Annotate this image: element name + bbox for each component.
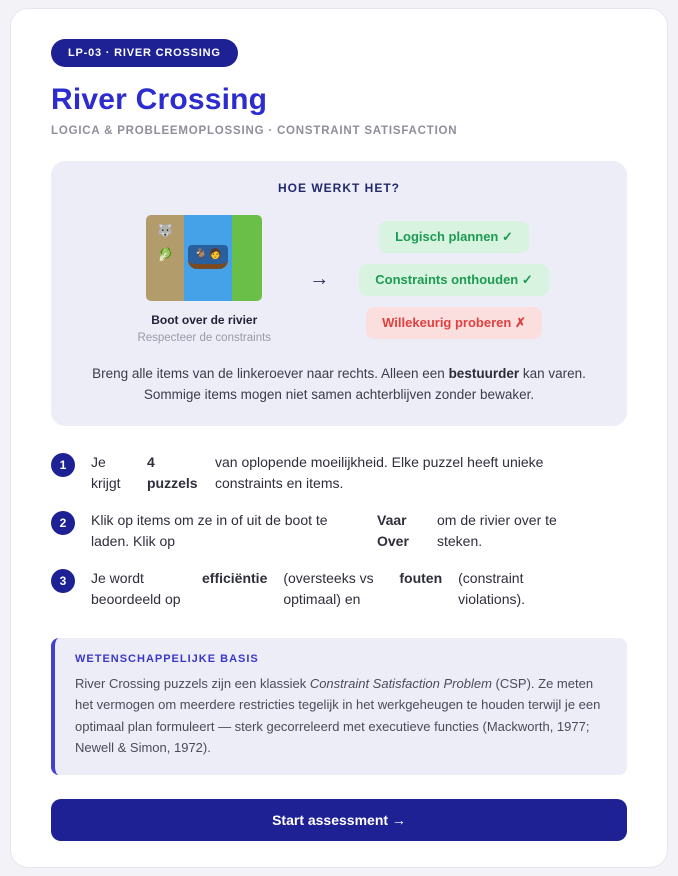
description-text: Breng alle items van de linkeroever naar…: [92, 366, 449, 381]
illustration-caption: Boot over de rivier: [151, 313, 258, 327]
step-segment: om de rivier over te steken.: [437, 511, 557, 549]
step-segment-bold: Vaar Over: [377, 511, 409, 549]
right-bank: [232, 215, 263, 301]
assessment-code-badge: LP-03 · RIVER CROSSING: [51, 39, 238, 67]
start-assessment-button[interactable]: Start assessment →: [51, 798, 627, 841]
science-text-part1: River Crossing puzzels zijn een klassiek: [75, 675, 310, 691]
step-segment: Je krijgt: [91, 453, 121, 491]
illustration-subcaption: Respecteer de constraints: [137, 332, 272, 344]
step-text: Je wordt beoordeeld op efficiëntie (over…: [91, 568, 543, 610]
goat-icon: 🐐: [194, 249, 208, 260]
left-bank: 🐺 🥬: [146, 215, 185, 301]
step-segment: Klik op items om ze in of uit de boot te…: [91, 511, 328, 549]
how-it-works-description: Breng alle items van de linkeroever naar…: [75, 364, 603, 406]
step-segment-bold: fouten: [399, 569, 443, 586]
instruction-step-1: 1 Je krijgt 4 puzzels van oplopende moei…: [51, 452, 627, 494]
how-it-works-panel: HOE WERKT HET? 🐺 🥬 🐐 🧑 B: [51, 161, 627, 426]
step-text: Klik op items om ze in of uit de boot te…: [91, 510, 572, 552]
page-subtitle: LOGICA & PROBLEEMOPLOSSING · CONSTRAINT …: [51, 125, 458, 137]
page-title: River Crossing: [51, 83, 268, 116]
instruction-step-2: 2 Klik op items om ze in of uit de boot …: [51, 510, 627, 552]
description-bold-bestuurder: bestuurder: [448, 366, 520, 381]
instruction-step-3: 3 Je wordt beoordeeld op efficiëntie (ov…: [51, 568, 627, 610]
science-italic-term: Constraint Satisfaction Problem: [309, 675, 492, 691]
step-segment: Je wordt beoordeeld op: [91, 569, 181, 607]
step-number-badge: 1: [51, 452, 75, 477]
behavior-pills: Logisch plannen ✓ Constraints onthouden …: [359, 220, 549, 339]
science-text-part2: (CSP). Ze meten het vermogen om meerdere…: [75, 675, 601, 756]
step-segment: van oplopende moeilijkheid. Elke puzzel …: [215, 453, 544, 491]
wolf-icon: 🐺: [157, 223, 174, 238]
river-scene-illustration: 🐺 🥬 🐐 🧑: [146, 215, 263, 301]
step-number-badge: 2: [51, 510, 75, 535]
arrow-right-icon: →: [309, 268, 330, 290]
boat-icon: 🐐 🧑: [188, 245, 229, 269]
illustration-column: 🐺 🥬 🐐 🧑 Boot over de rivier Respecteer d…: [129, 215, 279, 344]
step-segment: (oversteeks vs optimaal) en: [283, 569, 374, 607]
cabbage-icon: 🥬: [157, 247, 174, 262]
step-segment-bold: efficiëntie: [202, 569, 268, 586]
river: 🐐 🧑: [184, 215, 233, 301]
instruction-steps: 1 Je krijgt 4 puzzels van oplopende moei…: [51, 452, 627, 610]
step-segment: (constraint violations).: [458, 569, 526, 607]
how-it-works-row: 🐺 🥬 🐐 🧑 Boot over de rivier Respecteer d…: [75, 215, 603, 344]
how-it-works-title: HOE WERKT HET?: [278, 181, 400, 195]
assessment-intro-card: LP-03 · RIVER CROSSING River Crossing LO…: [10, 8, 668, 868]
scientific-basis-text: River Crossing puzzels zijn een klassiek…: [75, 673, 607, 759]
farmer-icon: 🧑: [209, 249, 222, 260]
step-segment-bold: 4 puzzels: [147, 453, 198, 491]
step-text: Je krijgt 4 puzzels van oplopende moeili…: [91, 452, 560, 494]
pill-logisch-plannen: Logisch plannen ✓: [379, 220, 529, 253]
pill-constraints-onthouden: Constraints onthouden ✓: [359, 263, 549, 296]
scientific-basis-panel: WETENSCHAPPELIJKE BASIS River Crossing p…: [51, 637, 627, 775]
pill-willekeurig-proberen: Willekeurig proberen ✗: [366, 306, 542, 339]
scientific-basis-title: WETENSCHAPPELIJKE BASIS: [75, 652, 259, 665]
description-text-2: kan varen. Sommige items mogen niet same…: [143, 366, 586, 402]
step-number-badge: 3: [51, 568, 75, 593]
